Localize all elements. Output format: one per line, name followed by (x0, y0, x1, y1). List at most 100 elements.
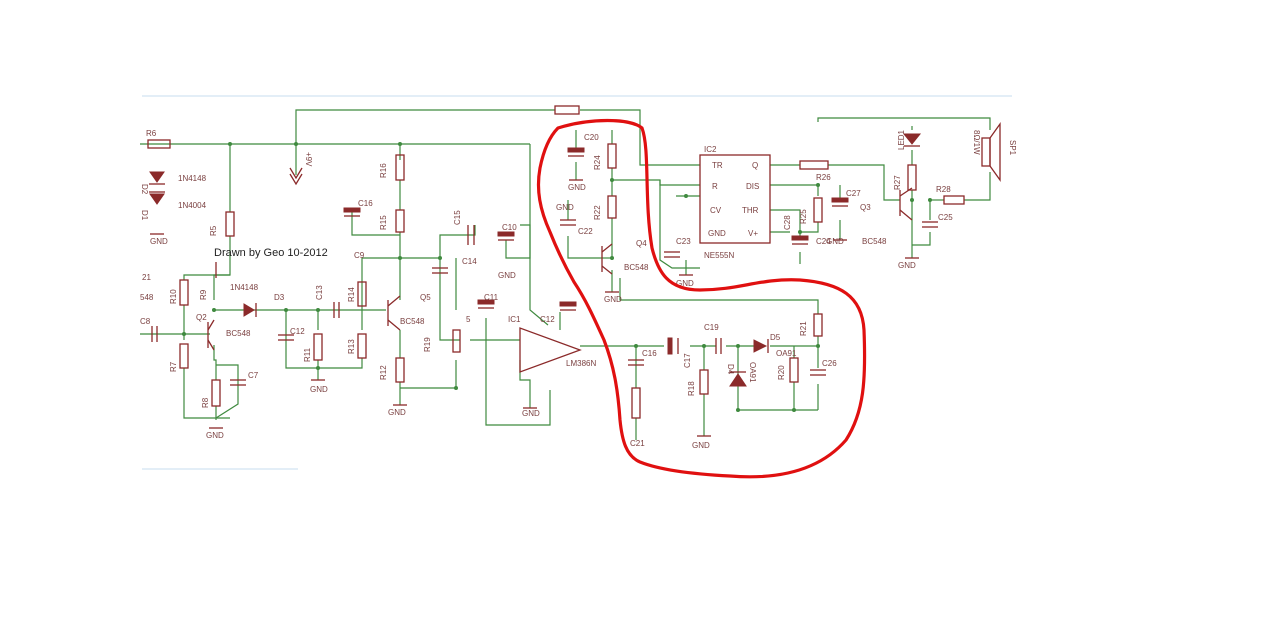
label-q5-value: BC548 (400, 317, 425, 326)
label-supply: +9V (304, 152, 313, 167)
ic-lm386 (519, 327, 582, 373)
label-r15: R15 (379, 215, 388, 230)
resistors (147, 105, 965, 419)
label-r25: R25 (799, 209, 808, 224)
label-gnd-8: GND (556, 203, 574, 212)
label-ic2: IC2 (704, 145, 717, 154)
label-gnd-10: GND (676, 279, 694, 288)
label-q3-value: BC548 (862, 237, 887, 246)
label-d2: D2 (140, 184, 149, 195)
label-pin-vplus: V+ (748, 229, 758, 238)
label-c24: C24 (816, 237, 831, 246)
label-q2: Q2 (196, 313, 207, 322)
label-d5: D5 (770, 333, 781, 342)
ic-ne555 (699, 154, 771, 244)
label-gnd-3: GND (310, 385, 328, 394)
label-r14: R14 (347, 287, 356, 302)
label-sp1: SP1 (1008, 140, 1017, 156)
label-pin-tr: TR (712, 161, 723, 170)
label-gnd-9: GND (604, 295, 622, 304)
wires (140, 109, 991, 440)
resistor-r27 (907, 164, 917, 191)
label-c26: C26 (822, 359, 837, 368)
speaker-sp1 (981, 121, 1001, 183)
label-r22: R22 (593, 205, 602, 220)
label-c15: C15 (453, 210, 462, 225)
label-gnd-4: GND (388, 408, 406, 417)
resistor-top (554, 105, 580, 115)
label-c25: C25 (938, 213, 953, 222)
label-c16: C16 (358, 199, 373, 208)
component-labels: R6 D2 1N4148 D1 1N4004 GND R5 Drawn by G… (140, 129, 1017, 450)
label-pin-dis: DIS (746, 182, 759, 191)
label-q5: Q5 (420, 293, 431, 302)
resistor-r18 (699, 369, 709, 395)
highlight-outline (536, 118, 867, 479)
resistor-r13 (357, 333, 367, 359)
label-gnd-11: GND (826, 237, 844, 246)
label-q3: Q3 (860, 203, 871, 212)
label-q2-value: BC548 (226, 329, 251, 338)
label-21: 21 (142, 273, 151, 282)
resistor-r7 (179, 343, 189, 369)
label-r8: R8 (201, 397, 210, 408)
label-r13: R13 (347, 339, 356, 354)
label-r26: R26 (816, 173, 831, 182)
label-c9: C9 (354, 251, 365, 260)
label-r9: R9 (199, 289, 208, 300)
label-r21: R21 (799, 321, 808, 336)
label-r20: R20 (777, 365, 786, 380)
resistor-r20 (789, 357, 799, 383)
label-led1: LED1 (897, 129, 906, 150)
label-gnd-5: GND (498, 271, 516, 280)
resistor-r14 (357, 281, 367, 307)
label-d5-value: OA91 (776, 349, 797, 358)
label-c7: C7 (248, 371, 259, 380)
supply-symbol (289, 167, 303, 186)
label-c22: C22 (578, 227, 593, 236)
resistor-r5 (225, 211, 235, 237)
label-r16: R16 (379, 163, 388, 178)
label-d3: D3 (274, 293, 285, 302)
label-gnd-12: GND (898, 261, 916, 270)
label-548: 548 (140, 293, 154, 302)
label-c12: C12 (290, 327, 305, 336)
label-gnd-13: GND (692, 441, 710, 450)
label-gnd-6: GND (522, 409, 540, 418)
label-d4-value: OA91 (748, 362, 757, 383)
label-c12b: C12 (540, 315, 555, 324)
credit-text: Drawn by Geo 10-2012 (214, 247, 328, 259)
label-gnd-2: GND (206, 431, 224, 440)
resistor-r6 (147, 139, 171, 149)
label-gnd-7: GND (568, 183, 586, 192)
resistor-r21 (813, 313, 823, 337)
label-gnd-1: GND (150, 237, 168, 246)
label-c27: C27 (846, 189, 861, 198)
label-r10: R10 (169, 289, 178, 304)
resistor-r8 (211, 379, 221, 407)
label-sp1-value: 8Ω/1W (972, 130, 981, 155)
label-c28: C28 (783, 215, 792, 230)
label-q4: Q4 (636, 239, 647, 248)
label-d3-value: 1N4148 (230, 283, 259, 292)
label-c17: C17 (683, 353, 692, 368)
transistors (207, 187, 913, 351)
resistor-r12 (395, 357, 405, 383)
resistor-r26 (799, 160, 829, 170)
resistor-r15 (395, 209, 405, 233)
label-pin-gnd: GND (708, 229, 726, 238)
label-c10: C10 (502, 223, 517, 232)
resistor-r10 (179, 279, 189, 306)
label-c13: C13 (315, 285, 324, 300)
resistor-r24 (607, 143, 617, 169)
resistor-r19-pot (452, 329, 461, 353)
capacitors (151, 147, 938, 386)
label-pin-thr: THR (742, 206, 759, 215)
label-d1: D1 (140, 210, 149, 221)
label-r12: R12 (379, 365, 388, 380)
label-r19: R19 (423, 337, 432, 352)
label-c8: C8 (140, 317, 151, 326)
label-ic2-part: NE555N (704, 251, 734, 260)
label-q4-value: BC548 (624, 263, 649, 272)
